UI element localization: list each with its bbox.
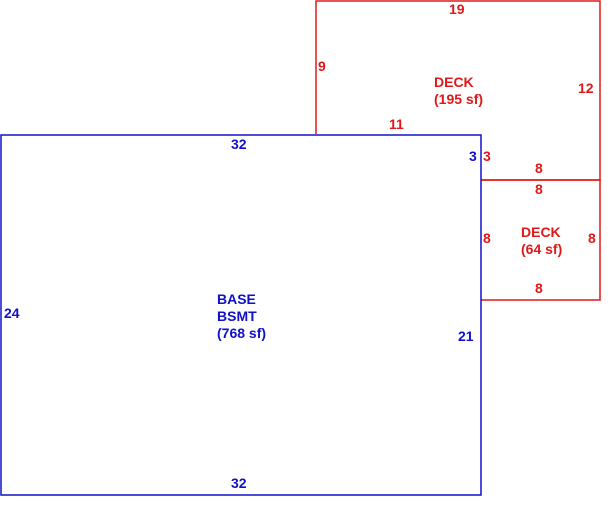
deck-large-dim-left: 9 — [318, 58, 326, 74]
basement-dim-right: 21 — [458, 328, 474, 344]
basement-name-line1: BASE — [217, 291, 256, 307]
basement-dim-top: 32 — [231, 136, 247, 152]
basement-dim-left: 24 — [4, 305, 20, 321]
deck-small-area: (64 sf) — [521, 241, 562, 257]
deck-large-dim-notch: 3 — [483, 148, 491, 164]
deck-large-dim-bottom-left: 11 — [389, 116, 404, 132]
basement-name-line2: BSMT — [217, 308, 257, 324]
basement-outline — [0, 134, 482, 496]
deck-large-area: (195 sf) — [434, 91, 483, 107]
deck-small-outline — [481, 179, 601, 301]
deck-small-dim-left: 8 — [483, 230, 491, 246]
deck-large-dim-top: 19 — [449, 1, 465, 17]
basement-dim-bottom: 32 — [231, 475, 247, 491]
deck-small-name: DECK — [521, 224, 561, 240]
deck-large-dim-right: 12 — [578, 80, 594, 96]
deck-small-dim-bottom: 8 — [535, 280, 543, 296]
deck-large-name: DECK — [434, 74, 474, 90]
basement-dim-notch: 3 — [469, 148, 477, 164]
deck-small-dim-right: 8 — [588, 230, 596, 246]
deck-large-dim-bottom-right: 8 — [535, 160, 543, 176]
basement-area: (768 sf) — [217, 325, 266, 341]
deck-small-dim-top: 8 — [535, 181, 543, 197]
